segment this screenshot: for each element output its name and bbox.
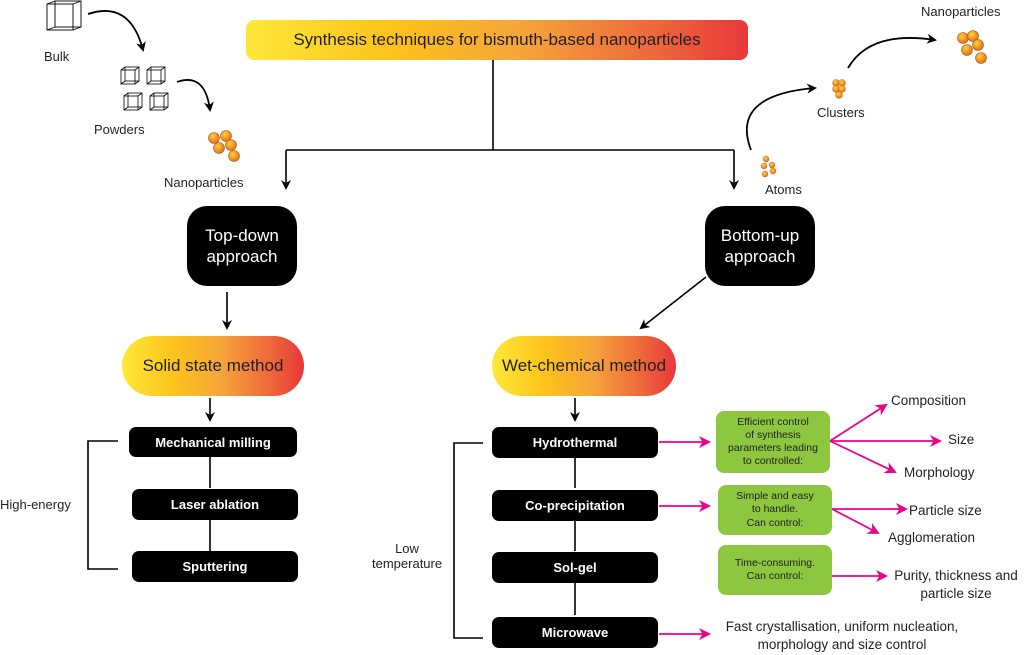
atoms-label: Atoms xyxy=(765,182,802,197)
technique-sputtering: Sputtering xyxy=(132,551,298,582)
clusters-icon xyxy=(832,79,846,99)
co-precipitation-note: Simple and easy to handle. Can control: xyxy=(718,485,832,535)
clusters-label: Clusters xyxy=(817,105,865,120)
output-particle-size: Particle size xyxy=(909,503,982,518)
output-morphology: Morphology xyxy=(904,465,975,480)
technique-hydrothermal: Hydrothermal xyxy=(492,427,658,458)
sol-gel-note: Time-consuming. Can control: xyxy=(718,545,832,595)
output-size: Size xyxy=(948,432,975,447)
title-branch-lines xyxy=(281,60,739,190)
high-energy-label: High-energy xyxy=(0,497,71,512)
nanoparticles-label: Nanoparticles xyxy=(164,175,244,190)
wet-chemical-method-pill: Wet-chemical method xyxy=(492,336,676,396)
technique-sol-gel: Sol-gel xyxy=(492,552,658,583)
diagram-title: Synthesis techniques for bismuth-based n… xyxy=(246,20,748,60)
top-down-flow-arrows xyxy=(87,292,232,570)
nanoparticles-cluster-icon xyxy=(208,130,240,162)
output-purity-thickness-particle-size: Purity, thickness and particle size xyxy=(894,568,1018,601)
output-microwave-benefits: Fast crystallisation, uniform nucleation… xyxy=(725,619,959,652)
bottom-up-flow-arrows xyxy=(453,276,707,639)
output-composition: Composition xyxy=(891,393,967,408)
technique-laser-ablation: Laser ablation xyxy=(132,489,298,520)
bulk-cube-icon xyxy=(46,0,82,31)
nanoparticles-label: Nanoparticles xyxy=(921,4,1001,19)
output-agglomeration: Agglomeration xyxy=(888,530,976,545)
bulk-label: Bulk xyxy=(44,49,70,64)
top-down-approach-box: Top-down approach xyxy=(187,206,297,286)
hydrothermal-note: Efficient control of synthesis parameter… xyxy=(716,411,830,473)
technique-microwave: Microwave xyxy=(492,617,658,648)
nanoparticles-cluster-icon xyxy=(957,30,987,64)
powder-cubes-icon xyxy=(120,66,169,111)
curved-arrow-icon xyxy=(746,33,937,151)
low-temperature-label: Low temperature xyxy=(372,541,443,571)
bottom-up-approach-box: Bottom-up approach xyxy=(705,206,815,286)
output-arrows xyxy=(659,403,942,640)
solid-state-method-pill: Solid state method xyxy=(122,336,304,396)
curved-arrow-icon xyxy=(87,10,214,112)
technique-co-precipitation: Co-precipitation xyxy=(492,490,658,521)
atoms-icon xyxy=(760,155,777,178)
powders-label: Powders xyxy=(94,122,145,137)
technique-mechanical-milling: Mechanical milling xyxy=(129,427,297,457)
